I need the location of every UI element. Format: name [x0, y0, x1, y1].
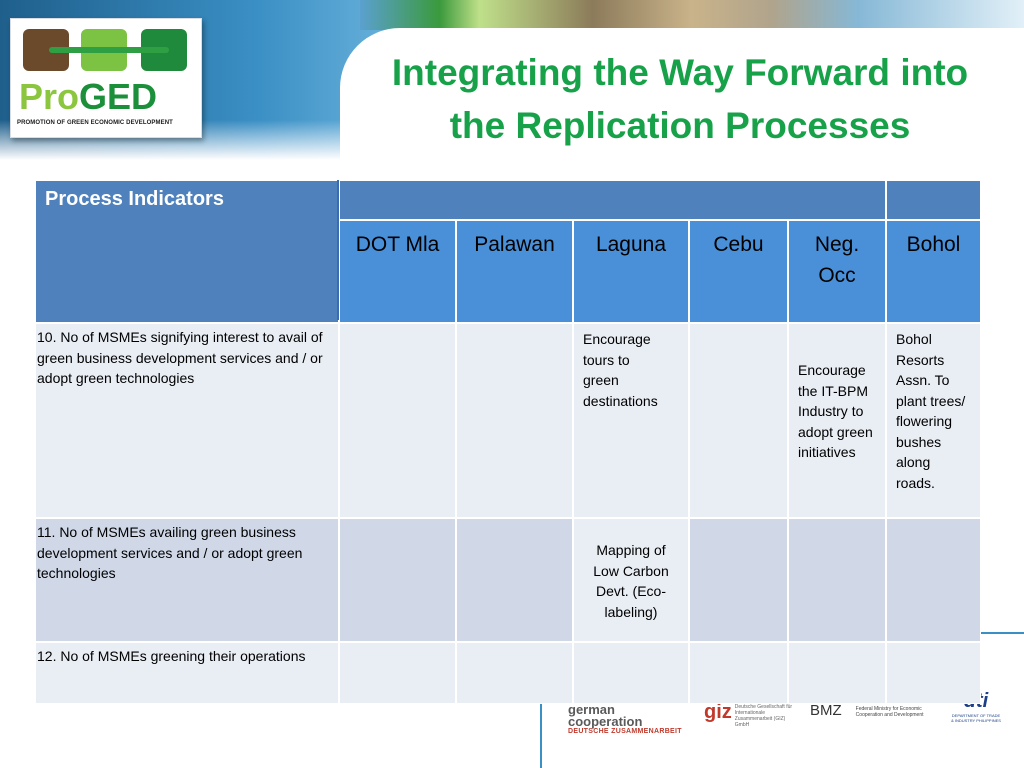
table-row-10-indicator-text: 10. No of MSMEs signifying interest to a… [37, 329, 323, 386]
column-header-cebu: Cebu [689, 220, 788, 323]
table-row-12-indicator-text: 12. No of MSMEs greening their operation… [37, 648, 306, 664]
table-row-12-laguna [573, 642, 689, 704]
process-indicators-table: Process Indicators DOT Mla Palawan Lagun… [35, 180, 981, 704]
german-cooperation-line1: german [568, 702, 615, 717]
table-row-12-palawan [456, 642, 573, 704]
header-strip-right [886, 180, 981, 220]
title-panel [340, 28, 1024, 160]
column-header-bohol: Bohol [886, 220, 981, 323]
german-cooperation-line2: cooperation [568, 714, 643, 729]
table-row-10-palawan [456, 323, 573, 518]
table-row-10-neg-occ: Encourage the IT-BPM Industry to adopt g… [788, 323, 886, 518]
table-row-12-neg-occ [788, 642, 886, 704]
column-header-cebu-label: Cebu [713, 233, 764, 256]
table-row-11-bohol [886, 518, 981, 642]
table-row-11-cebu [689, 518, 788, 642]
column-header-neg-occ: Neg. Occ [788, 220, 886, 323]
giz-subtext: Deutsche Gesellschaft für Internationale… [734, 704, 793, 728]
slide-title-line-1: Integrating the Way Forward into [391, 52, 969, 93]
table-row-11-indicator: 11. No of MSMEs availing green business … [35, 518, 339, 642]
logo-icon-row [19, 27, 191, 73]
column-header-bohol-label: Bohol [906, 233, 961, 256]
german-cooperation-logo: german cooperation DEUTSCHE ZUSAMMENARBE… [568, 702, 688, 735]
header-strip-left [339, 180, 886, 220]
proged-logo: ProGED PROMOTION OF GREEN ECONOMIC DEVEL… [10, 18, 202, 138]
column-header-dot-mla-label: DOT Mla [355, 233, 440, 256]
slide-title: Integrating the Way Forward into the Rep… [350, 46, 1010, 152]
column-header-palawan-label: Palawan [474, 233, 555, 256]
table-row-12-cebu [689, 642, 788, 704]
table-row-11-indicator-text: 11. No of MSMEs availing green business … [37, 524, 303, 581]
table-row-11-neg-occ [788, 518, 886, 642]
giz-wordmark: giz [704, 701, 732, 723]
logo-wordmark-ged: GED [79, 76, 158, 117]
column-header-laguna: Laguna [573, 220, 689, 323]
column-header-neg-occ-label: Neg. Occ [814, 233, 860, 287]
table-row-11-laguna: Mapping of Low Carbon Devt. (Eco-labelin… [573, 518, 689, 642]
arrow-icon [49, 47, 169, 53]
bmz-wordmark: BMZ [810, 702, 842, 719]
table-row-10-laguna-text: Encourage tours to green destinations [583, 331, 658, 409]
german-cooperation-line3: DEUTSCHE ZUSAMMENARBEIT [568, 728, 682, 735]
table-row-12-indicator: 12. No of MSMEs greening their operation… [35, 642, 339, 704]
column-header-dot-mla: DOT Mla [339, 220, 456, 323]
logo-wordmark: ProGED [19, 77, 157, 117]
header-process-indicators: Process Indicators [35, 180, 339, 323]
header-photo-strip [360, 0, 1024, 30]
bmz-subtext: Federal Ministry for Economic Cooperatio… [855, 706, 924, 718]
table-row-10-bohol-text: Bohol Resorts Assn. To plant trees/ flow… [896, 331, 966, 491]
header-divider [337, 180, 340, 320]
table-row-10-bohol: Bohol Resorts Assn. To plant trees/ flow… [886, 323, 981, 518]
header-process-indicators-label: Process Indicators [45, 188, 224, 210]
table-row-11-laguna-text: Mapping of Low Carbon Devt. (Eco-labelin… [593, 542, 669, 620]
table-row-12-bohol [886, 642, 981, 704]
table-row-11-palawan [456, 518, 573, 642]
table-row-12-dot-mla [339, 642, 456, 704]
table-row-10-neg-occ-text: Encourage the IT-BPM Industry to adopt g… [798, 362, 873, 460]
table-row-10-dot-mla [339, 323, 456, 518]
slide-title-line-2: the Replication Processes [449, 105, 911, 146]
logo-wordmark-pro: Pro [19, 76, 80, 117]
dti-subtext: DEPARTMENT OF TRADE & INDUSTRY PHILIPPIN… [951, 713, 1001, 723]
bmz-logo: BMZ Federal Ministry for Economic Coopera… [810, 702, 926, 720]
table-row-10-cebu [689, 323, 788, 518]
column-header-palawan: Palawan [456, 220, 573, 323]
logo-tagline: PROMOTION OF GREEN ECONOMIC DEVELOPMENT [17, 120, 173, 126]
table-row-10-laguna: Encourage tours to green destinations [573, 323, 689, 518]
table-row-11-dot-mla [339, 518, 456, 642]
footer-divider-vertical [540, 690, 542, 768]
column-header-laguna-label: Laguna [595, 233, 667, 256]
table-row-10-indicator: 10. No of MSMEs signifying interest to a… [35, 323, 339, 518]
